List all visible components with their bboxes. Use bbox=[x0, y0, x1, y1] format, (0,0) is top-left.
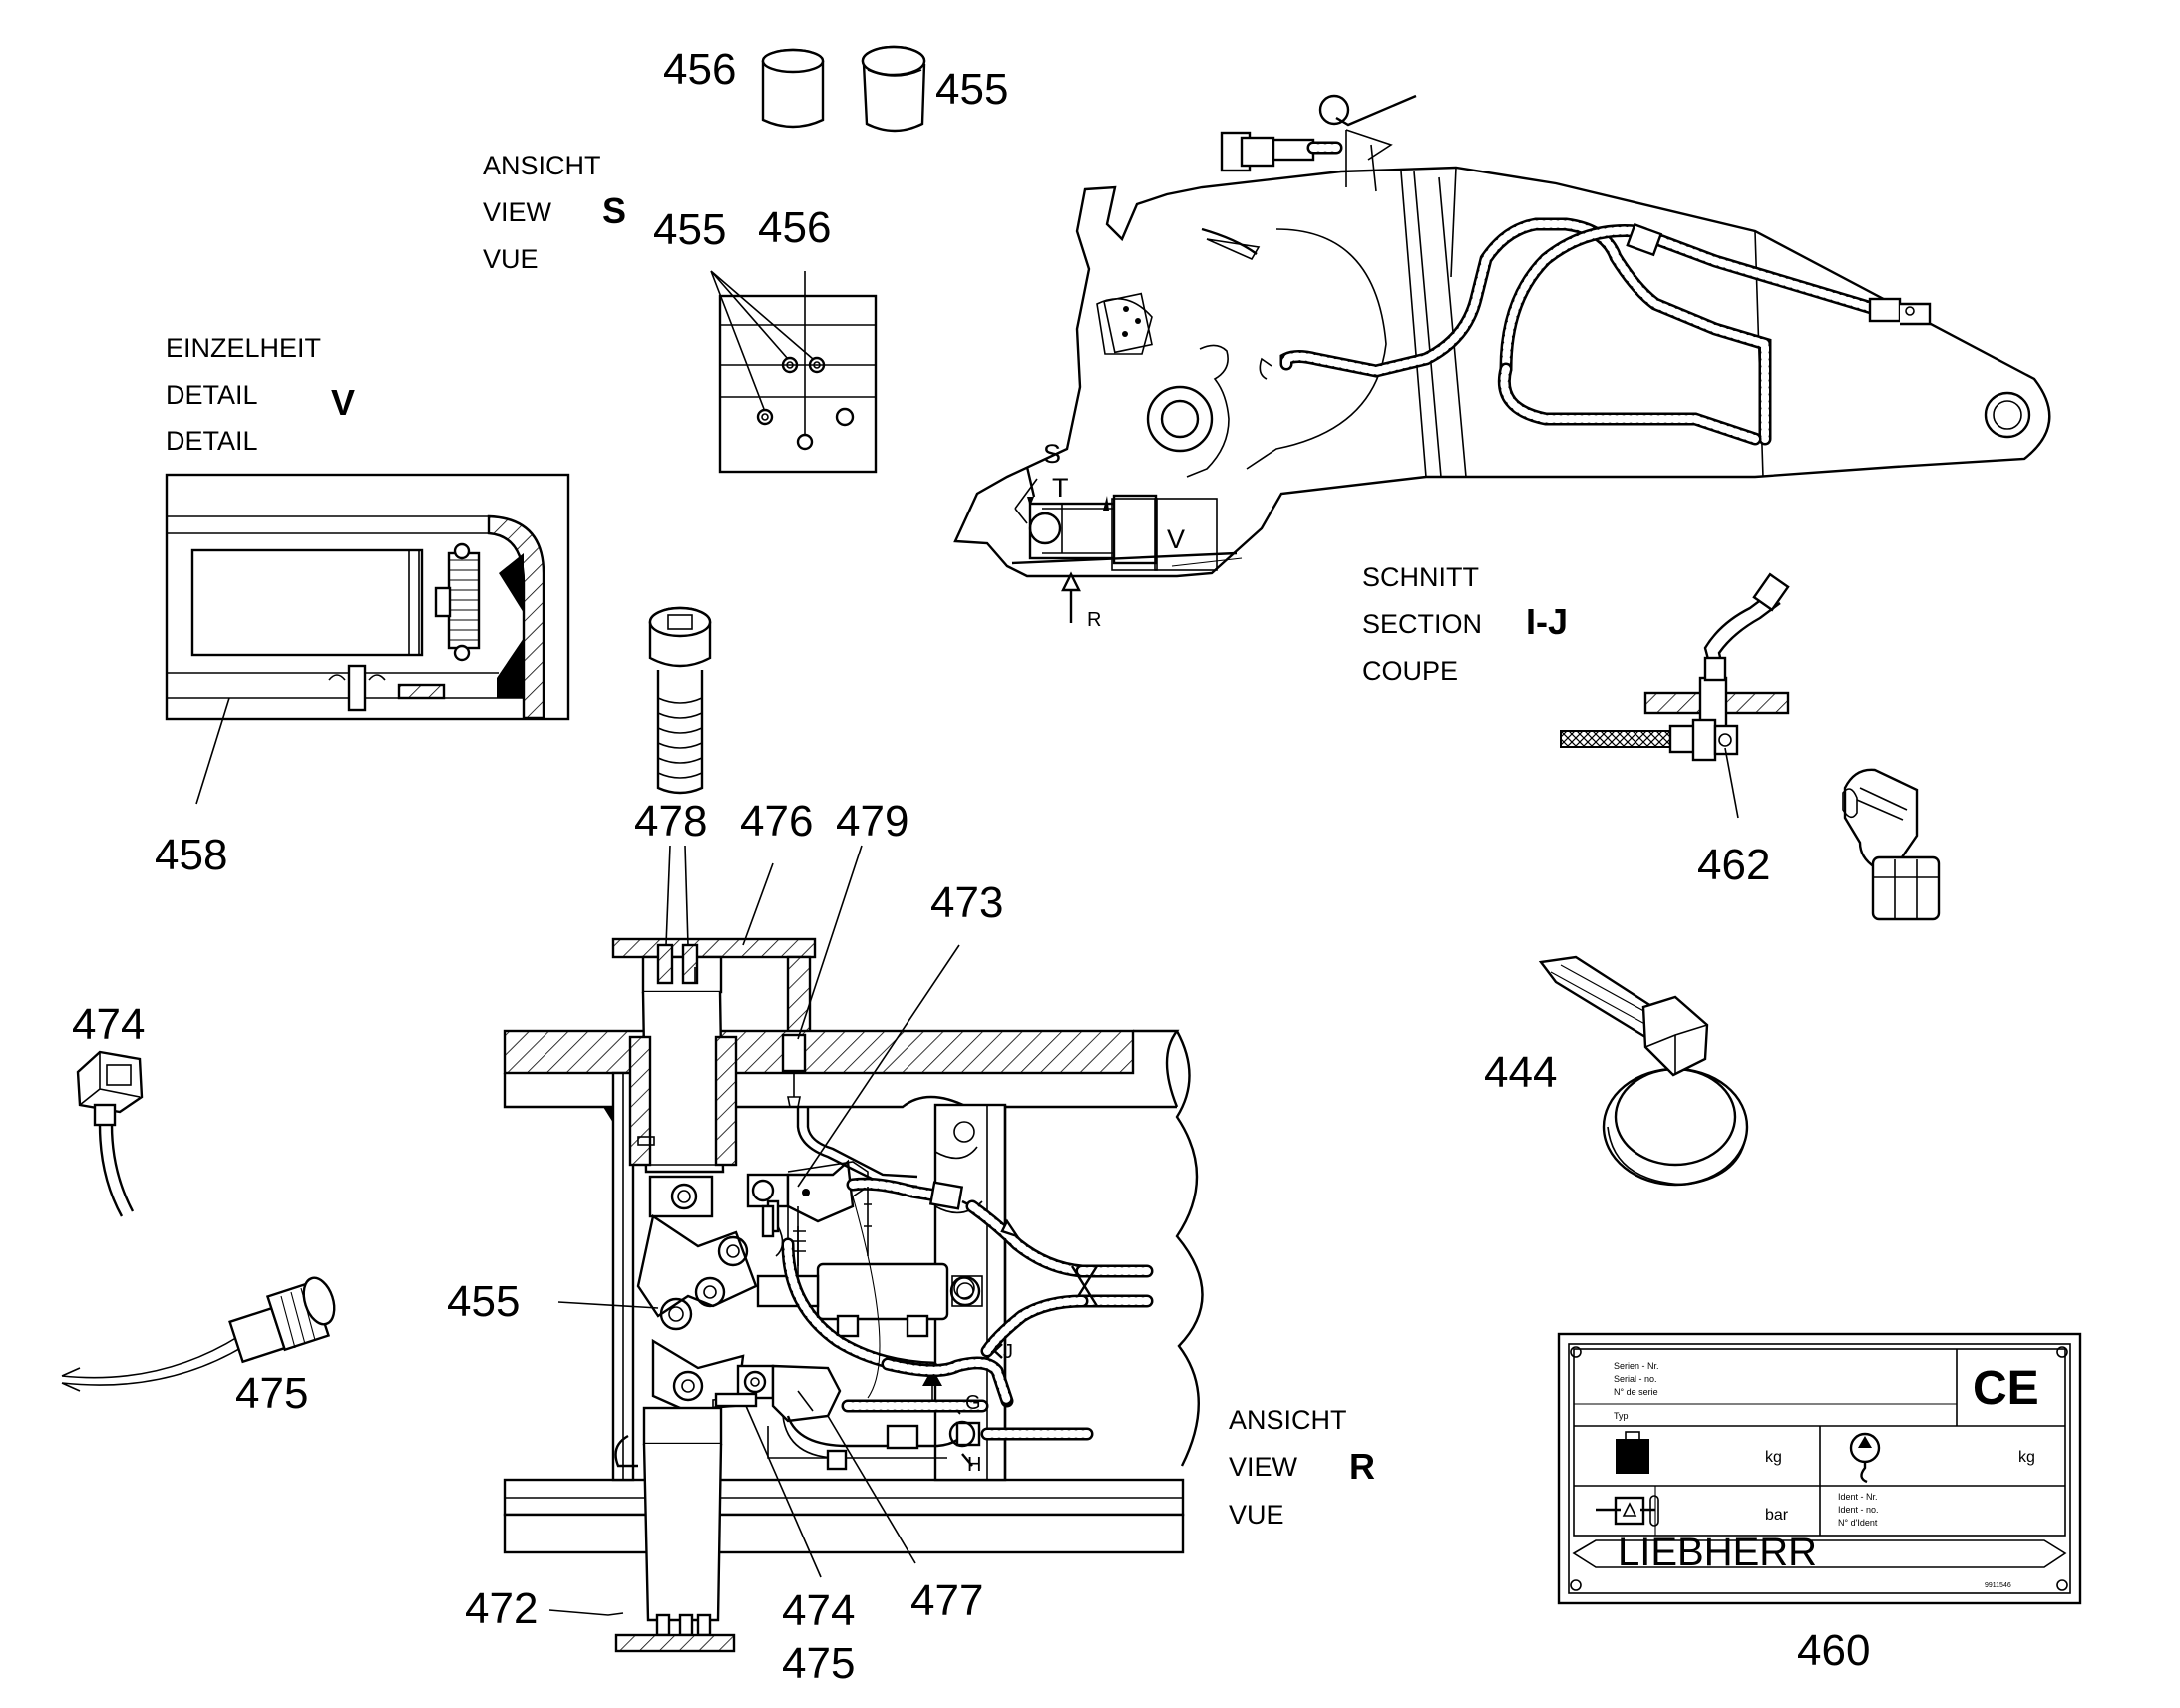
boom-letter-r: R bbox=[1087, 609, 1101, 631]
callout-473: 473 bbox=[930, 878, 1003, 927]
nameplate-kg-load: kg bbox=[2018, 1449, 2035, 1466]
plug-455 bbox=[861, 45, 926, 133]
plug-456 bbox=[761, 48, 825, 129]
callout-458: 458 bbox=[155, 831, 227, 879]
callout-472: 472 bbox=[465, 1584, 538, 1633]
callout-444: 444 bbox=[1484, 1048, 1557, 1097]
callout-455-view-s: 455 bbox=[653, 205, 726, 254]
hose-letter-g: G bbox=[965, 1392, 981, 1414]
view-s-block bbox=[710, 270, 878, 474]
elbow-fitting-462 bbox=[1842, 768, 1941, 921]
callout-475-bottom: 475 bbox=[782, 1639, 855, 1688]
callout-478: 478 bbox=[634, 797, 707, 846]
detail-v-label-fr: DETAIL bbox=[166, 426, 258, 456]
view-r-lower-cylinder bbox=[548, 1406, 736, 1653]
boom-letter-v: V bbox=[1167, 524, 1185, 554]
callout-460: 460 bbox=[1797, 1626, 1870, 1675]
nameplate-ce-mark: CE bbox=[1973, 1362, 2039, 1415]
section-ij-label-de: SCHNITT bbox=[1362, 562, 1479, 592]
callout-456-view-s: 456 bbox=[758, 203, 831, 252]
view-r-leaders bbox=[665, 845, 960, 1578]
callout-479: 479 bbox=[836, 797, 908, 846]
section-ij-letter: I-J bbox=[1526, 601, 1568, 642]
nameplate-serial-fr: N° de serie bbox=[1614, 1387, 1658, 1397]
nameplate-type: Typ bbox=[1614, 1411, 1629, 1421]
detail-v-drawing bbox=[165, 473, 570, 805]
view-s-label-en: VIEW bbox=[483, 197, 552, 227]
view-s-letter: S bbox=[602, 190, 626, 231]
bolt-478 bbox=[648, 606, 712, 795]
view-r-hoses bbox=[781, 1177, 1154, 1448]
nameplate-serial-de: Serien - Nr. bbox=[1614, 1361, 1659, 1371]
section-ij-label-fr: COUPE bbox=[1362, 656, 1458, 686]
callout-474-bottom: 474 bbox=[782, 1586, 855, 1635]
view-s-label-de: ANSICHT bbox=[483, 151, 601, 180]
nameplate-brand: LIEBHERR bbox=[1618, 1531, 1817, 1574]
boom-letter-t: T bbox=[1052, 473, 1069, 503]
detail-v-letter: V bbox=[331, 382, 355, 423]
view-r-valve-block bbox=[712, 1033, 1003, 1471]
callout-462: 462 bbox=[1697, 841, 1770, 889]
nameplate-ident-de: Ident - Nr. bbox=[1838, 1492, 1878, 1502]
hose-letter-j: J bbox=[1003, 1341, 1013, 1363]
nameplate-460 bbox=[1557, 1332, 2082, 1605]
view-s-label-fr: VUE bbox=[483, 244, 539, 274]
callout-475-left: 475 bbox=[235, 1369, 308, 1418]
view-r-letter: R bbox=[1349, 1446, 1375, 1487]
nameplate-code: 9911546 bbox=[1985, 1582, 2011, 1589]
view-r-frame bbox=[503, 937, 1204, 1554]
detail-v-label-de: EINZELHEIT bbox=[166, 333, 321, 363]
nameplate-serial-en: Serial - no. bbox=[1614, 1374, 1657, 1384]
view-r-label-en: VIEW bbox=[1229, 1452, 1298, 1482]
callout-455-top: 455 bbox=[935, 65, 1008, 114]
callout-476: 476 bbox=[740, 797, 813, 846]
detail-v-label-en: DETAIL bbox=[166, 380, 258, 410]
connector-474 bbox=[76, 1050, 144, 1217]
view-r-upper-cylinder bbox=[628, 943, 738, 1218]
callout-477: 477 bbox=[910, 1576, 983, 1625]
nameplate-ident-en: Ident - no. bbox=[1838, 1505, 1879, 1515]
view-r-label-de: ANSICHT bbox=[1229, 1405, 1347, 1435]
section-ij-drawing bbox=[1560, 572, 1790, 819]
hose-letter-h: H bbox=[967, 1454, 981, 1476]
view-r-linkage bbox=[557, 1214, 758, 1418]
callout-456-top: 456 bbox=[663, 45, 736, 94]
cable-tie-444 bbox=[1538, 955, 1749, 1187]
boom-hoses bbox=[1259, 217, 1932, 446]
view-r-label-fr: VUE bbox=[1229, 1500, 1284, 1530]
nameplate-ident-fr: N° d'Ident bbox=[1838, 1518, 1878, 1528]
callout-474-left: 474 bbox=[72, 1000, 145, 1049]
nameplate-bar: bar bbox=[1765, 1507, 1789, 1524]
section-ij-label-en: SECTION bbox=[1362, 609, 1482, 639]
callout-455-view-r: 455 bbox=[447, 1277, 520, 1326]
boom-letter-s: S bbox=[1043, 439, 1061, 469]
boom-top-fittings bbox=[1220, 94, 1417, 192]
nameplate-kg-weight: kg bbox=[1765, 1449, 1782, 1466]
sensor-475 bbox=[61, 1276, 336, 1392]
